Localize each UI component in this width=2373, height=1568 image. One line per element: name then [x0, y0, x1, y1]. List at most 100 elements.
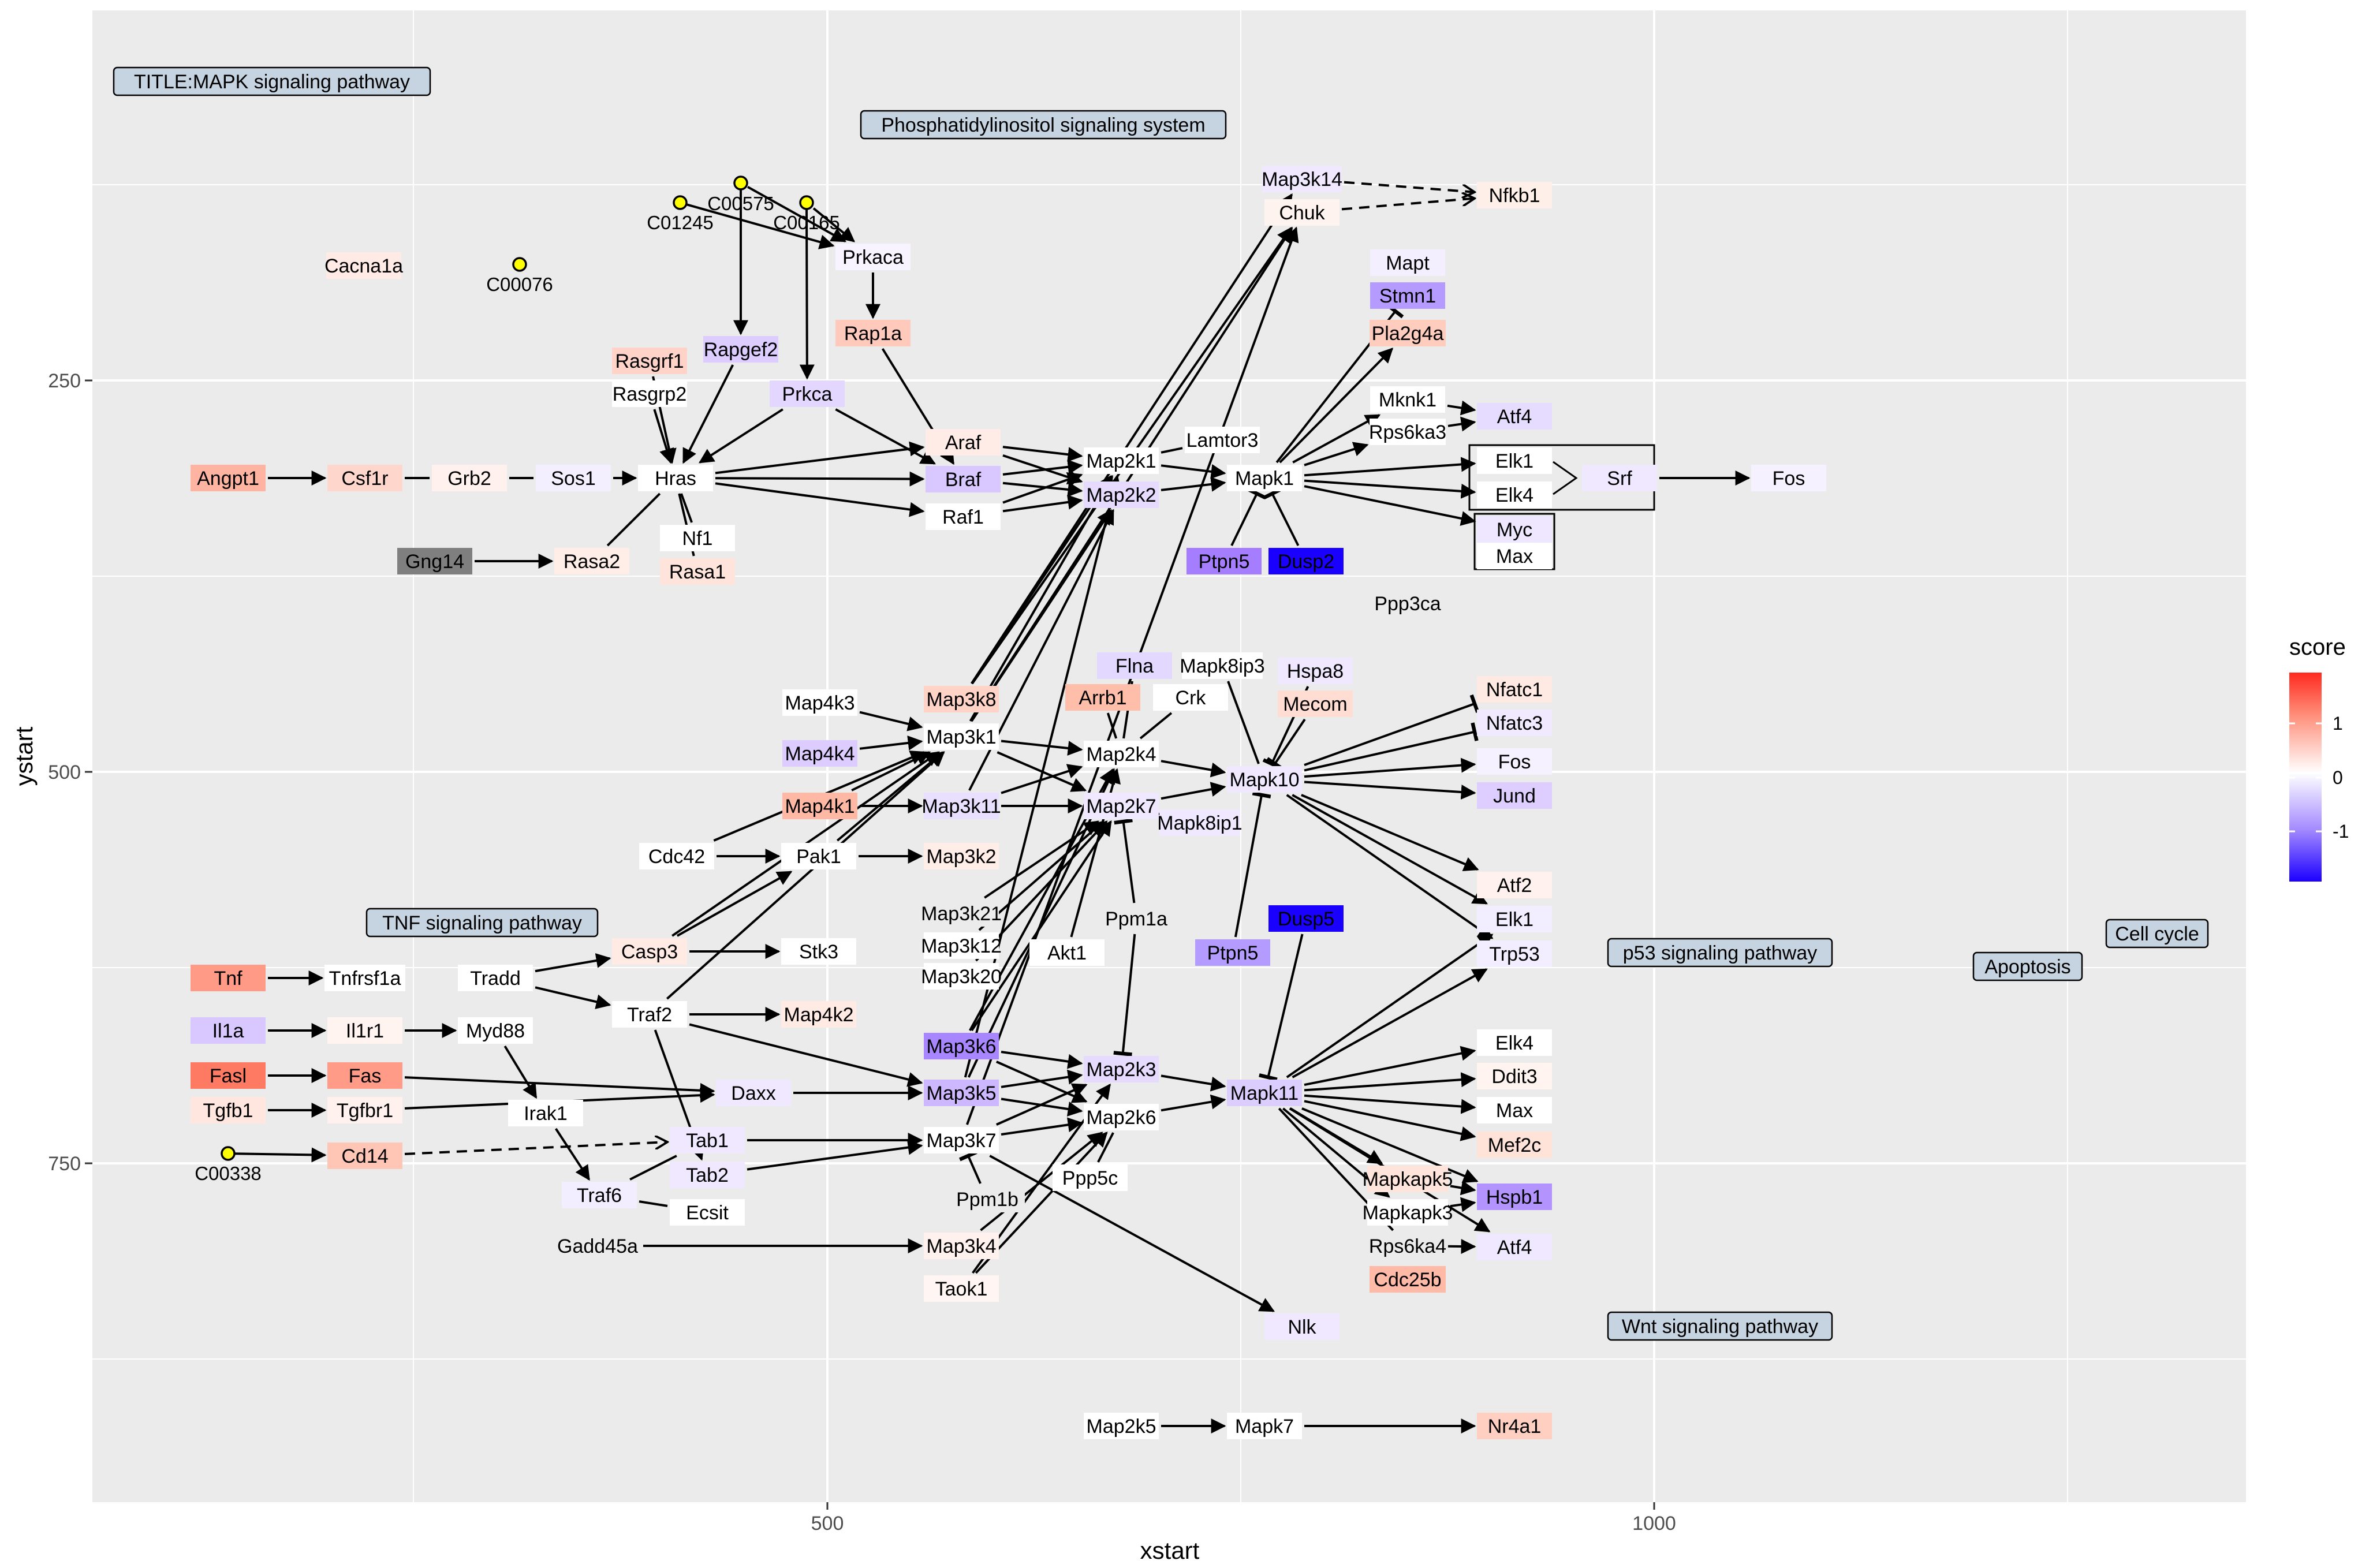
edge-Mapk11-Elk4b [1304, 1046, 1476, 1087]
gene-node-Map2k2: Map2k2 [1087, 484, 1156, 506]
edge-Map3k12-Map2k7 [978, 820, 1105, 931]
edge-Map3k7-Nlk [989, 1155, 1275, 1312]
edge-Tab2-Map3k7 [747, 1140, 923, 1171]
gene-node-Jund: Jund [1493, 785, 1536, 807]
gene-node-Mapk11-box [1227, 1080, 1302, 1106]
edge-Pak1-Map3k1 [836, 751, 944, 842]
edge-Map3k6-Map2k7 [971, 820, 1112, 1032]
gene-node-Ptpn5a: Ptpn5 [1199, 551, 1250, 573]
edge-Myd88-Irak1 [503, 1045, 538, 1099]
gene-node-Rps6ka4-box [1370, 1233, 1446, 1259]
edge-Mapk11-Elk1b [1286, 934, 1494, 1078]
gene-node-Nf1-box [660, 525, 735, 551]
gene-node-Hspa8: Hspa8 [1287, 660, 1344, 682]
gene-node-Braf-box [926, 466, 1001, 492]
gene-node-Map4k1: Map4k1 [785, 796, 855, 817]
gene-node-Tab1: Tab1 [686, 1130, 729, 1152]
edge-Map4k3-Map3k1 [859, 711, 923, 731]
gene-node-Tab1-box [670, 1127, 745, 1153]
compound-node-C00076: C00076 [486, 274, 553, 295]
gene-node-Mapk1-box [1227, 465, 1302, 491]
edge-Rapgef2-Hras [682, 364, 734, 464]
axis-ticks [85, 379, 1655, 1510]
gene-node-Akt1: Akt1 [1047, 942, 1087, 964]
gene-node-Map4k4-box [782, 740, 857, 767]
gene-node-Braf: Braf [945, 469, 982, 491]
edge-Casp3-Pak1 [676, 871, 793, 937]
gene-node-Traf2: Traf2 [627, 1004, 672, 1026]
gene-node-Rasgrf1-box [612, 348, 687, 374]
gene-node-Mapkapk3-box [1367, 1199, 1448, 1226]
edge-Mapk1-Elk4a [1304, 479, 1476, 499]
edge-Map3k1-Map2k4 [1001, 740, 1083, 756]
gene-node-Elk4a-box [1477, 481, 1552, 508]
gene-node-Grb2: Grb2 [447, 468, 491, 490]
gene-node-Fosb: Fos [1498, 751, 1531, 773]
gene-node-Mapk7: Mapk7 [1235, 1416, 1294, 1438]
gene-node-Angpt1-box [191, 465, 266, 491]
edge-Map3k1-Map2k1 [969, 475, 1114, 722]
gene-node-Map2k1-box [1084, 447, 1159, 474]
y-tick-250: 250 [48, 370, 81, 392]
edge-Map3k6-Map2k3 [1001, 1051, 1083, 1069]
gene-node-Mecom: Mecom [1283, 693, 1347, 715]
gene-node-Ddit3: Ddit3 [1491, 1066, 1537, 1088]
gene-node-Tgfbr1: Tgfbr1 [337, 1100, 393, 1122]
gene-node-Maxb-box [1477, 1097, 1552, 1123]
gene-node-Crk: Crk [1176, 687, 1207, 709]
gene-node-Rps6ka3-box [1370, 419, 1446, 445]
gene-node-Map2k6: Map2k6 [1087, 1107, 1156, 1129]
gene-node-Myd88-box [458, 1017, 533, 1044]
gene-node-Mknk1-box [1370, 386, 1445, 413]
edge-Mapk11-Ddit3 [1304, 1072, 1476, 1092]
gene-node-Myd88: Myd88 [466, 1020, 525, 1042]
gene-node-Mapk8ip1: Mapk8ip1 [1157, 812, 1242, 834]
gene-node-Rasa2-box [554, 548, 629, 574]
gene-node-Arrb1-box [1065, 684, 1140, 711]
gene-node-Mef2c: Mef2c [1488, 1134, 1542, 1156]
gene-node-Nfkb1: Nfkb1 [1489, 185, 1540, 207]
edge-Rps6ka4-Atf4b [1447, 1239, 1476, 1255]
gene-node-Map4k2: Map4k2 [784, 1004, 854, 1026]
edge-Hras-Raf1 [715, 482, 925, 517]
edge-Mapk1-Elk1a [1304, 457, 1476, 477]
edge-Mapk10-Fosb [1304, 757, 1476, 778]
gene-node-Rasa2: Rasa2 [564, 551, 620, 573]
gene-node-Mapkapk5-box [1367, 1166, 1448, 1192]
gene-node-Ecsit-box [670, 1199, 745, 1226]
gene-node-Traf2-box [612, 1001, 687, 1028]
edge-Map3k7-Map2k3 [995, 1083, 1088, 1126]
gene-node-Dusp2: Dusp2 [1278, 551, 1334, 573]
gene-node-Mapk8ip3: Mapk8ip3 [1180, 655, 1264, 677]
gene-node-Map3k6-box [924, 1033, 999, 1059]
gene-node-Map3k4-box [924, 1233, 999, 1259]
gene-node-Ppp3ca: Ppp3ca [1374, 593, 1441, 615]
gene-node-Flna: Flna [1115, 655, 1154, 677]
edge-Mapkapk3-Hspb1 [1450, 1197, 1476, 1212]
gene-node-Raf1-box [926, 503, 1001, 530]
gene-node-Nfkb1-box [1477, 182, 1552, 208]
gene-node-Nf1: Nf1 [682, 528, 713, 550]
gene-node-Rps6ka3: Rps6ka3 [1369, 421, 1446, 443]
edge-Map2k7-Mapk10 [1161, 782, 1226, 800]
gene-node-Map3k8-box [924, 686, 999, 712]
gene-node-Map3k8: Map3k8 [927, 689, 997, 711]
gene-node-Nfatc1: Nfatc1 [1486, 679, 1543, 701]
gene-node-Gadd45a: Gadd45a [557, 1235, 638, 1257]
gene-node-Elk1a: Elk1 [1495, 450, 1534, 472]
gene-node-Map3k21-box [924, 900, 999, 927]
pathway-node-title: TITLE:MAPK signaling pathway [134, 71, 410, 93]
edge-C00575-Prkaca [747, 185, 846, 242]
edge-Hras-Braf [715, 471, 925, 487]
gene-node-Trp53-box [1477, 940, 1552, 967]
gene-node-Cdc42-box [639, 843, 714, 869]
y-axis-title: ystart [10, 726, 38, 786]
gene-node-Gng14-box [397, 548, 472, 574]
gene-node-Cacna1a-box [326, 252, 401, 279]
gene-node-Atf2: Atf2 [1497, 875, 1532, 897]
gene-node-Nfatc3-box [1477, 710, 1552, 736]
pathway-node-tnf-box [365, 908, 599, 938]
gene-node-Irak1: Irak1 [524, 1103, 568, 1125]
edge-Hras-Nf1 [680, 493, 693, 523]
gene-node-Traf6-box [562, 1182, 637, 1208]
